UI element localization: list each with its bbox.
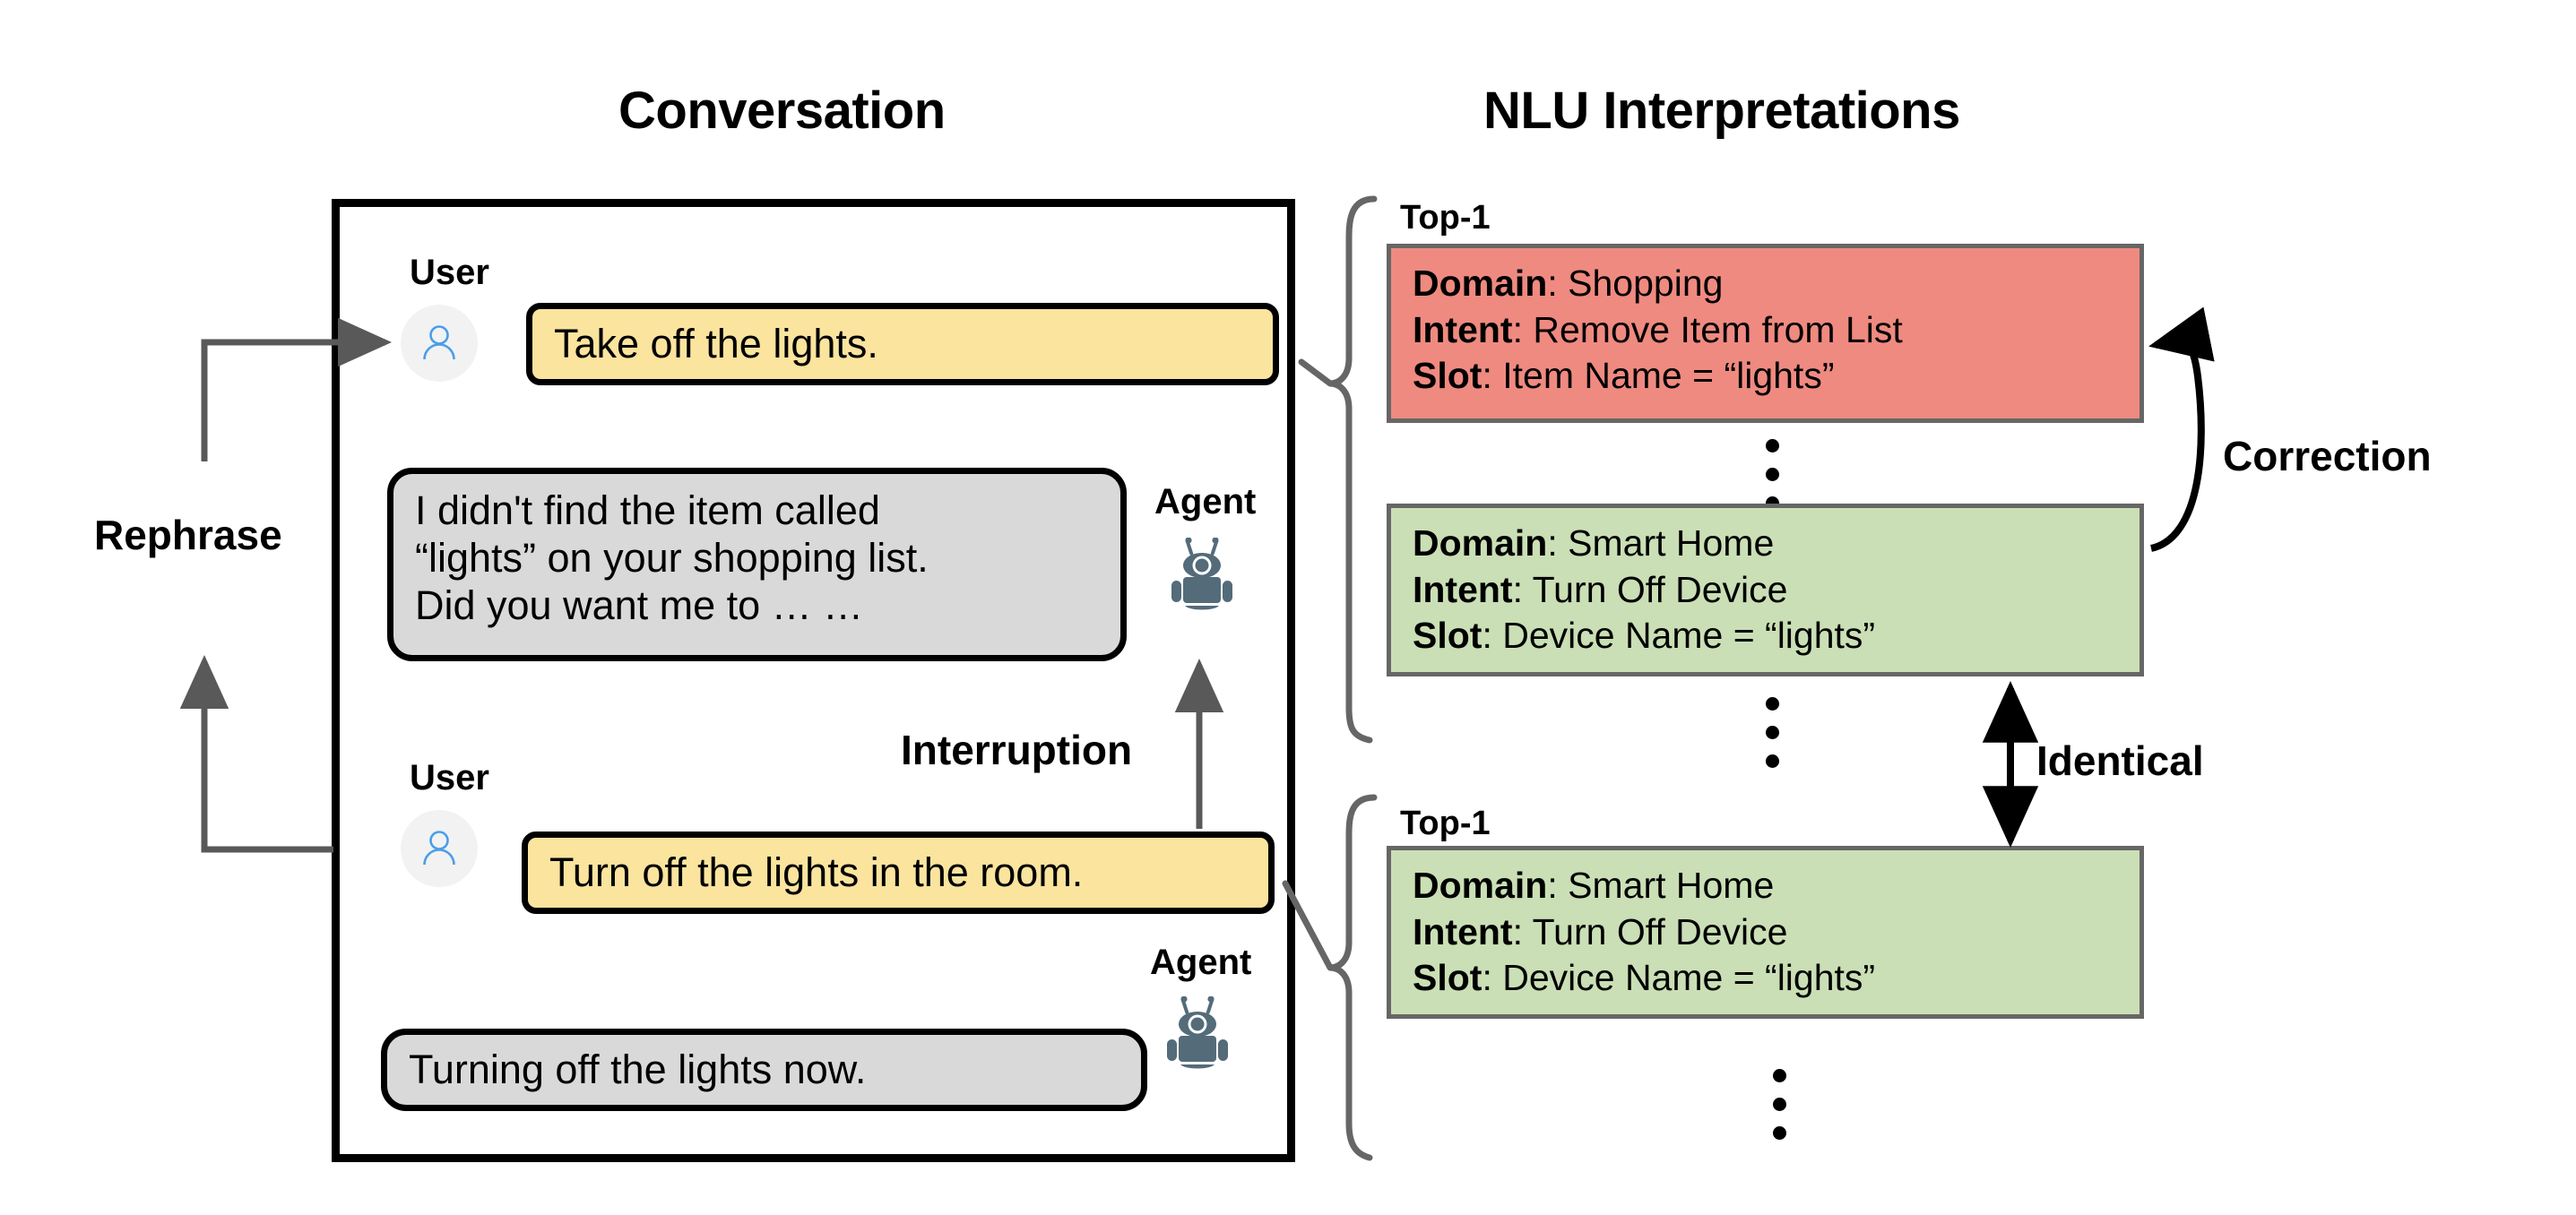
- robot-icon: [1170, 537, 1234, 613]
- nlu-value-domain: Smart Home: [1568, 865, 1775, 906]
- nlu-key-intent: Intent: [1413, 308, 1513, 350]
- chat-bubble-text: I didn't find the item called “lights” o…: [415, 487, 929, 629]
- role-label-user-2: User: [410, 758, 489, 797]
- relation-label-correction: Correction: [2223, 433, 2432, 479]
- nlu-hypothesis-box-3: Domain: Smart Home Intent: Turn Off Devi…: [1387, 846, 2144, 1019]
- chat-bubble-text: Take off the lights.: [554, 321, 878, 367]
- chat-bubble-text: Turning off the lights now.: [409, 1047, 867, 1093]
- nlu-field-domain: Domain: Shopping: [1413, 263, 1724, 304]
- nlu-value-intent: Turn Off Device: [1532, 568, 1788, 610]
- vertical-ellipsis-icon: [1773, 1069, 1786, 1140]
- nlu-value-slot: Item Name = “lights”: [1502, 355, 1835, 397]
- nlu-field-intent: Intent: Remove Item from List: [1413, 308, 1903, 350]
- nlu-field-intent: Intent: Turn Off Device: [1413, 910, 1788, 952]
- role-label-agent-2: Agent: [1150, 943, 1252, 982]
- nlu-value-slot: Device Name = “lights”: [1502, 957, 1876, 999]
- rank-label-top1-first: Top-1: [1400, 199, 1491, 237]
- page-title-conversation: Conversation: [618, 82, 946, 140]
- page-title-nlu-interpretations: NLU Interpretations: [1483, 82, 1960, 140]
- nlu-value-domain: Shopping: [1568, 263, 1724, 304]
- nlu-hypothesis-box-1: Domain: Shopping Intent: Remove Item fro…: [1387, 244, 2144, 423]
- nlu-key-slot: Slot: [1413, 957, 1482, 999]
- relation-label-interruption: Interruption: [901, 727, 1133, 773]
- user-avatar-icon: [401, 810, 478, 887]
- nlu-value-intent: Remove Item from List: [1533, 308, 1903, 350]
- brace-bottom-group: [1329, 794, 1378, 1161]
- nlu-key-domain: Domain: [1413, 865, 1548, 906]
- chat-bubble-agent-2: Turning off the lights now.: [381, 1029, 1147, 1111]
- user-avatar-icon: [401, 305, 478, 382]
- chat-bubble-user-1: Take off the lights.: [526, 303, 1279, 385]
- nlu-field-slot: Slot: Device Name = “lights”: [1413, 615, 1876, 657]
- correction-arrow: [2148, 306, 2215, 552]
- nlu-key-domain: Domain: [1413, 263, 1548, 304]
- nlu-field-slot: Slot: Device Name = “lights”: [1413, 957, 1876, 999]
- nlu-key-slot: Slot: [1413, 355, 1482, 397]
- nlu-field-intent: Intent: Turn Off Device: [1413, 568, 1788, 610]
- nlu-key-slot: Slot: [1413, 615, 1482, 657]
- nlu-value-slot: Device Name = “lights”: [1502, 615, 1876, 657]
- role-label-agent-1: Agent: [1154, 482, 1257, 521]
- nlu-key-intent: Intent: [1413, 910, 1513, 952]
- relation-label-rephrase: Rephrase: [94, 512, 282, 558]
- vertical-ellipsis-icon: [1766, 439, 1779, 510]
- chat-bubble-user-2: Turn off the lights in the room.: [522, 832, 1275, 914]
- nlu-key-intent: Intent: [1413, 568, 1513, 610]
- nlu-key-domain: Domain: [1413, 522, 1548, 564]
- role-label-user-1: User: [410, 253, 489, 292]
- nlu-field-domain: Domain: Smart Home: [1413, 865, 1775, 906]
- chat-bubble-agent-1: I didn't find the item called “lights” o…: [387, 468, 1127, 661]
- bubble-to-brace-connector-1: [1298, 358, 1334, 387]
- relation-label-identical: Identical: [2036, 737, 2204, 784]
- nlu-value-domain: Smart Home: [1568, 522, 1775, 564]
- rank-label-top1-second: Top-1: [1400, 805, 1491, 842]
- nlu-field-domain: Domain: Smart Home: [1413, 522, 1775, 564]
- nlu-field-slot: Slot: Item Name = “lights”: [1413, 355, 1835, 397]
- nlu-value-intent: Turn Off Device: [1532, 910, 1788, 952]
- brace-top-group: [1329, 195, 1378, 744]
- robot-icon: [1165, 995, 1230, 1072]
- nlu-hypothesis-box-2: Domain: Smart Home Intent: Turn Off Devi…: [1387, 504, 2144, 676]
- chat-bubble-text: Turn off the lights in the room.: [549, 849, 1084, 896]
- vertical-ellipsis-icon: [1766, 697, 1779, 768]
